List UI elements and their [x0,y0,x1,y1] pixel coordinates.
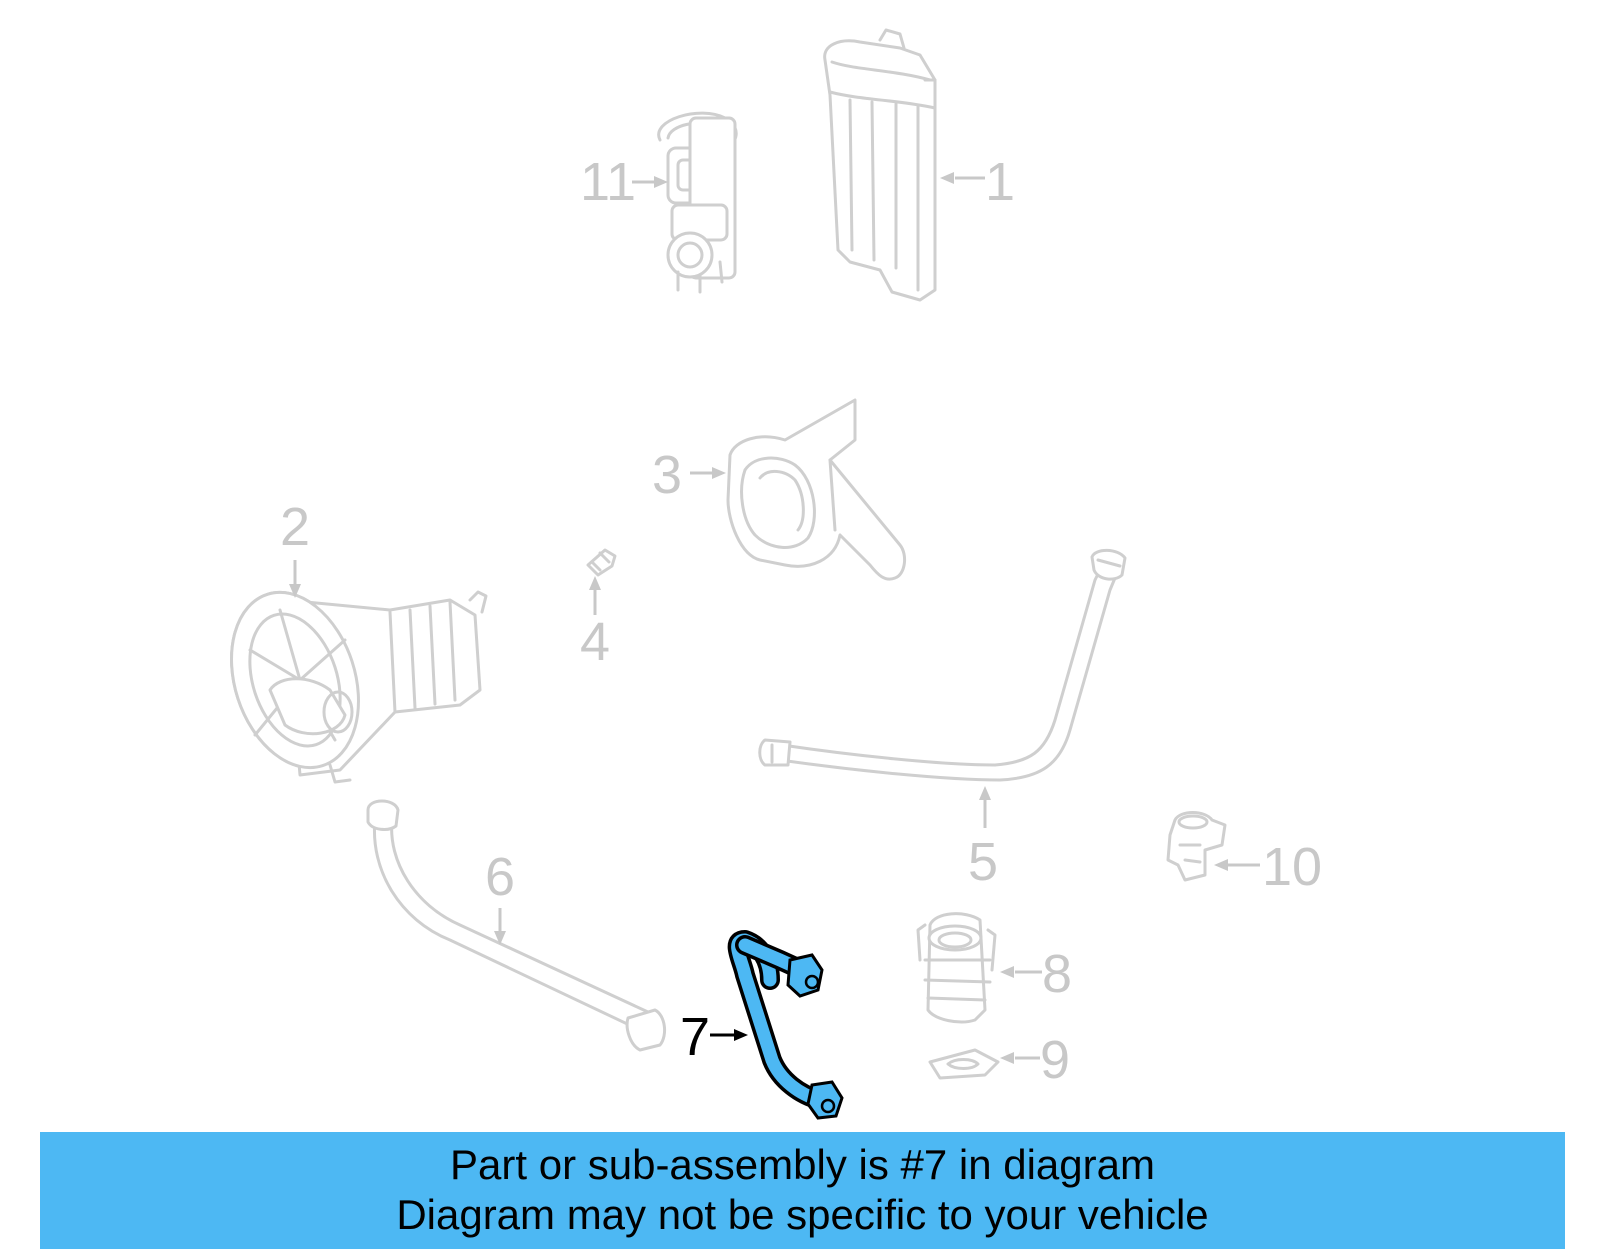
callout-10: 10 [1262,837,1322,897]
callout-9: 9 [1040,1030,1070,1090]
banner-line-disclaimer: Diagram may not be specific to your vehi… [396,1191,1209,1238]
callout-1: 1 [985,152,1015,212]
part-9-gasket [928,1048,1000,1080]
callout-11: 11 [580,152,636,212]
part-11-valve [657,111,738,294]
part-7-pipe-highlighted [727,930,844,1120]
callout-8: 8 [1042,944,1072,1004]
part-2-air-pump [230,590,488,784]
leader-arrows [289,172,1260,1064]
part-4-clip [586,548,617,577]
part-5-hose [758,548,1127,782]
banner-line-part: Part or sub-assembly is #7 in diagram [450,1141,1155,1188]
callout-2: 2 [280,497,310,557]
callout-3: 3 [652,445,682,505]
info-banner: Part or sub-assembly is #7 in diagram Di… [40,1132,1565,1249]
callout-4: 4 [580,612,610,672]
part-6-hose [366,799,667,1052]
part-7-nut-top [786,953,824,998]
part-1-housing [823,28,937,302]
part-3-bracket [726,398,907,581]
callout-5: 5 [968,832,998,892]
callout-7: 7 [680,1007,710,1067]
callout-6: 6 [485,847,515,907]
part-10-sensor [1166,811,1227,882]
part-7-nut-bottom [806,1080,844,1120]
part-8-valve [916,912,997,1024]
